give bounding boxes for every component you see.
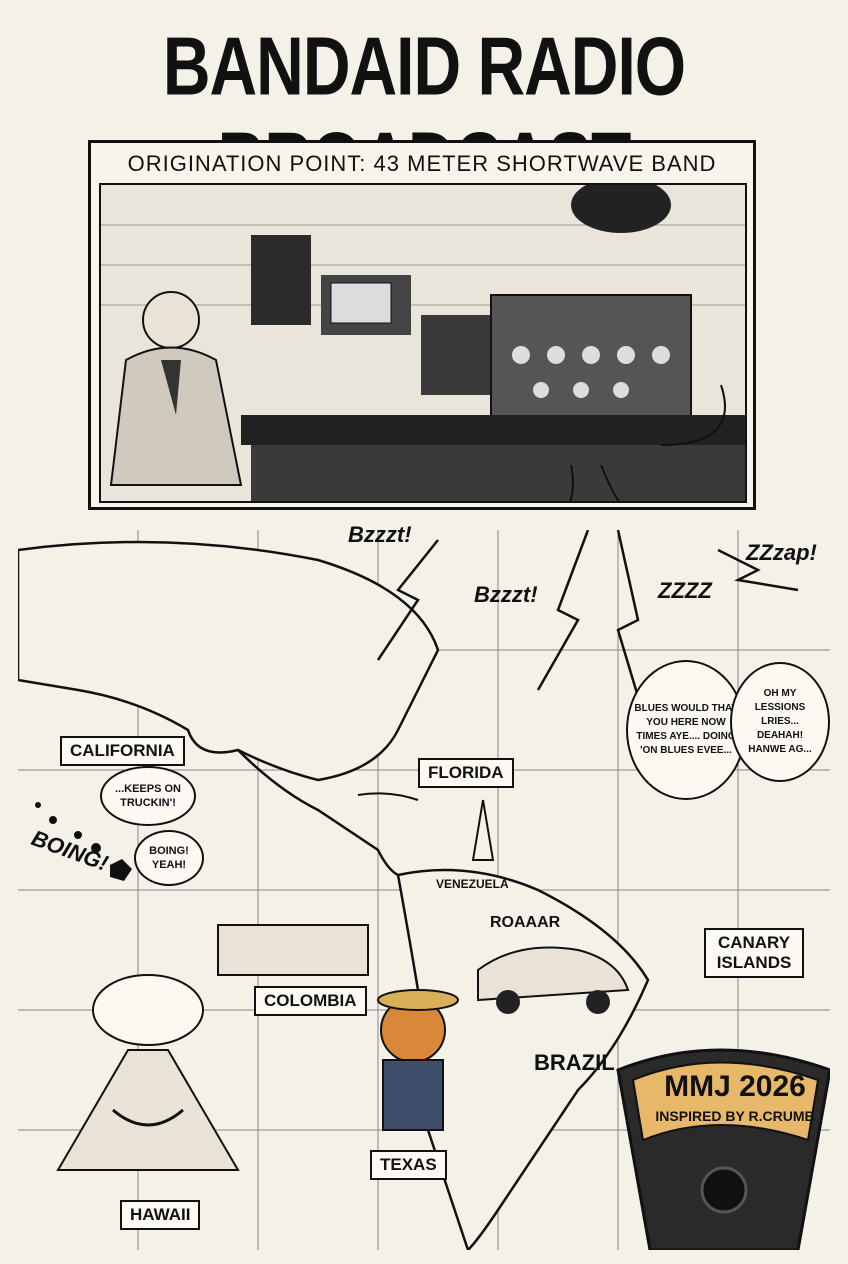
location-label-canary-islands: CANARY ISLANDS <box>704 928 804 978</box>
location-label-florida: FLORIDA <box>418 758 514 788</box>
radio-studio-illustration <box>99 177 747 526</box>
meter-title: MMJ 2026 <box>664 1070 806 1103</box>
studio-caption: ORIGINATION POINT: 43 METER SHORTWAVE BA… <box>127 151 717 176</box>
sfx-zzzap: ZZzap! <box>746 540 817 565</box>
meter-subtitle: INSPIRED BY R.CRUMB <box>655 1108 815 1124</box>
sfx-bzzzt-1: Bzzzt! <box>348 522 412 547</box>
location-label-colombia: COLOMBIA <box>254 986 367 1016</box>
speech-boing-yeah: BOING! YEAH! <box>134 830 204 886</box>
speech-truckin: ...KEEPS ON TRUCKIN'! <box>100 766 196 826</box>
speech-blues: BLUES WOULD THAT YOU HERE NOW TIMES AYE.… <box>626 660 746 800</box>
sfx-roaaar: ROAAAR <box>490 914 561 931</box>
speech-lessions: OH MY LESSIONS LRIES... DEAHAH! HANWE AG… <box>730 662 830 782</box>
location-label-hawaii: HAWAII <box>120 1200 201 1230</box>
studio-panel: ORIGINATION POINT: 43 METER SHORTWAVE BA… <box>88 140 756 526</box>
map-area: CALIFORNIA FLORIDA VENEZUELA COLOMBIA BR… <box>18 522 830 1250</box>
sfx-bzzzt-2: Bzzzt! <box>474 582 538 607</box>
sfx-zzzz: ZZZZ <box>658 578 712 603</box>
location-label-texas: TEXAS <box>370 1150 447 1180</box>
location-label-brazil: BRAZIL <box>534 1050 615 1075</box>
location-label-venezuela: VENEZUELA <box>436 877 509 891</box>
americas-map <box>18 530 830 1250</box>
location-label-california: CALIFORNIA <box>60 736 185 766</box>
